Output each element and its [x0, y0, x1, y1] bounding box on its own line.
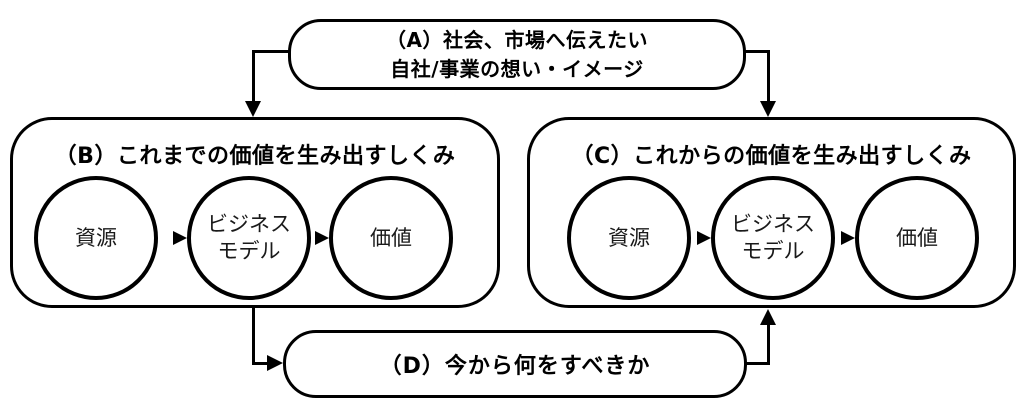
arrow-d-to-c-head-icon — [760, 309, 776, 325]
arrow-resource-to-model-c-head-icon — [697, 231, 711, 245]
arrow-model-to-value-c-head-icon — [841, 231, 855, 245]
arrow-d-to-c-vline — [767, 320, 770, 365]
box-a-title-line2: 自社/事業の想い・イメージ — [390, 56, 644, 81]
circle-value-b-label: 価値 — [370, 225, 412, 250]
circle-value-c-label: 価値 — [896, 225, 938, 250]
circle-business-model-b: ビジネス モデル — [187, 176, 311, 300]
arrow-b-to-d-vline — [252, 308, 255, 365]
box-d-title: （D）今から何をすべきか — [379, 354, 651, 379]
arrow-d-to-c-hline — [745, 362, 770, 365]
arrow-resource-to-model-b-head-icon — [173, 231, 187, 245]
circle-business-model-c-line2: モデル — [741, 239, 805, 263]
circle-business-model-c: ビジネス モデル — [711, 176, 835, 300]
arrow-a-to-c-head-icon — [760, 101, 776, 117]
circle-business-model-b-line2: モデル — [217, 239, 281, 263]
circle-business-model-b-line1: ビジネス — [207, 212, 291, 236]
box-c-title: （C）これからの価値を生み出すしくみ — [571, 144, 972, 169]
arrow-a-to-b-head-icon — [245, 101, 261, 117]
arrow-b-to-d-head-icon — [267, 355, 283, 371]
box-b-title: （B）これまでの価値を生み出すしくみ — [54, 144, 456, 169]
circle-value-b: 価値 — [329, 176, 453, 300]
arrow-a-to-b-hline — [252, 50, 290, 53]
arrow-a-to-c-hline — [744, 50, 770, 53]
circle-resource-c-label: 資源 — [608, 225, 650, 250]
circle-business-model-c-line1: ビジネス — [731, 212, 815, 236]
arrow-model-to-value-b-head-icon — [315, 231, 329, 245]
box-a-title-line1: （A）社会、市場へ伝えたい — [386, 27, 648, 52]
arrow-b-to-d-hline — [252, 362, 270, 365]
box-d-action: （D）今から何をすべきか — [283, 330, 747, 398]
circle-resource-b: 資源 — [34, 176, 158, 300]
box-a-message: （A）社会、市場へ伝えたい 自社/事業の想い・イメージ — [288, 19, 746, 90]
circle-resource-c: 資源 — [567, 176, 691, 300]
arrow-a-to-b-vline — [252, 50, 255, 103]
circle-value-c: 価値 — [855, 176, 979, 300]
circle-resource-b-label: 資源 — [75, 225, 117, 250]
arrow-a-to-c-vline — [767, 50, 770, 103]
